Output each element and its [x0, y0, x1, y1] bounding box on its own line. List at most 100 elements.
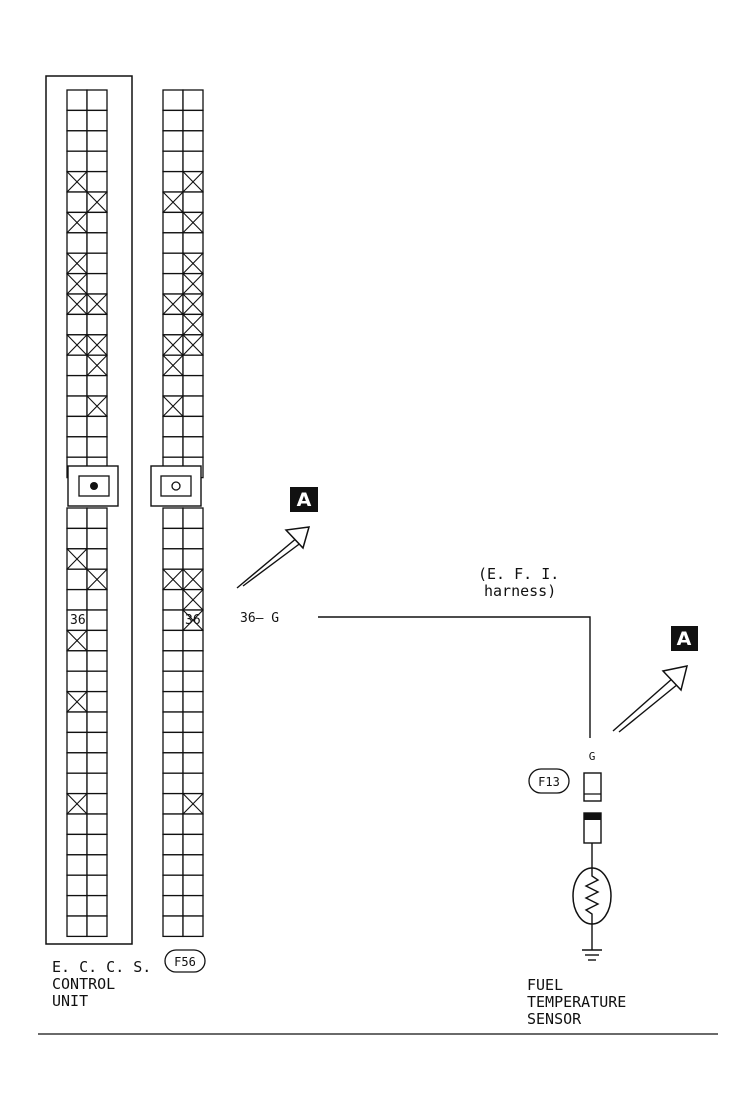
f56-pin-cavity: [162, 89, 184, 112]
f56-pin-36-label: 36: [185, 613, 201, 628]
f56-unused-cavity-mark: [162, 568, 184, 590]
arrow-to-a-upper: [236, 526, 311, 589]
f56-pin-cavity: [182, 232, 204, 254]
ecu-pin-cavity: [86, 752, 108, 774]
f13-sensor-side-connector: [583, 812, 602, 844]
ecu-pin-cavity: [66, 588, 88, 611]
ecu-pin-cavity: [86, 109, 108, 132]
ecu-unused-cavity-mark: [66, 171, 88, 193]
ecu-unused-cavity-mark: [86, 334, 108, 356]
f56-pin-cavity: [182, 670, 204, 693]
f56-unused-cavity-mark: [162, 191, 184, 213]
f56-pin-cavity: [162, 792, 184, 815]
ecu-pin-cavity: [66, 833, 88, 856]
ecu-pin-cavity: [86, 170, 108, 193]
f56-pin-cavity: [162, 374, 184, 397]
ecu-pin-cavity: [66, 354, 88, 377]
f56-unused-cavity-mark: [182, 314, 204, 336]
ecu-pin-cavity: [66, 813, 88, 836]
ecu-unused-cavity-mark: [66, 273, 88, 295]
ecu-pin-cavity: [86, 731, 108, 754]
ecu-unused-cavity-mark: [66, 252, 88, 274]
wire-terminal-label: 36— G: [240, 611, 279, 626]
svg-text:A: A: [677, 628, 692, 650]
ecu-pin-cavity: [86, 650, 108, 672]
f56-unused-cavity-mark: [182, 171, 204, 193]
f56-pin-cavity: [182, 548, 204, 570]
f56-unused-cavity-mark: [162, 293, 184, 315]
ecu-pin-cavity: [86, 415, 108, 438]
f56-pin-cavity: [162, 436, 184, 458]
ecu-pin-cavity: [86, 629, 108, 652]
f56-pin-cavity: [182, 731, 204, 754]
ecu-unused-cavity-mark: [66, 293, 88, 315]
f56-pin-cavity: [162, 272, 184, 295]
f56-pin-cavity: [162, 130, 184, 152]
ecu-pin-cavity: [66, 313, 88, 336]
ecu-pin-cavity: [66, 130, 88, 152]
ecu-pin-cavity: [66, 191, 88, 214]
ecu-pin-cavity: [66, 650, 88, 672]
f56-pin-cavity: [182, 191, 204, 214]
f56-pin-cavity: [182, 915, 204, 938]
f56-pin-cavity: [182, 527, 204, 550]
ecu-pin-cavity: [66, 150, 88, 173]
ecu-pin-36-label: 36: [70, 613, 86, 628]
f56-pin-cavity: [182, 130, 204, 152]
f56-pin-cavity: [162, 548, 184, 570]
f56-pin-cavity: [162, 772, 184, 795]
ecu-unused-cavity-mark: [86, 395, 108, 417]
marker-a-upper-icon: A: [290, 487, 318, 512]
f56-pin-cavity: [182, 415, 204, 438]
f56-pin-cavity: [162, 874, 184, 897]
ecu-pin-cavity: [86, 232, 108, 254]
f56-pin-cavity: [182, 374, 204, 397]
ecu-pin-cavity: [66, 915, 88, 938]
svg-text:F13: F13: [538, 775, 560, 789]
f56-pin-cavity: [182, 89, 204, 112]
f56-pin-cavity: [162, 507, 184, 530]
f56-pin-cavity: [162, 527, 184, 550]
ecu-pin-cavity: [86, 507, 108, 530]
f56-pin-cavity: [182, 752, 204, 774]
ecu-pin-cavity: [66, 752, 88, 774]
ecu-unused-cavity-mark: [66, 548, 88, 570]
f56-pin-cavity: [162, 915, 184, 938]
f56-pin-cavity: [182, 629, 204, 652]
f56-unused-cavity-mark: [182, 568, 204, 590]
f56-pin-cavity: [162, 170, 184, 193]
f56-unused-cavity-mark: [162, 334, 184, 356]
f56-pin-cavity: [182, 813, 204, 836]
ecu-unused-cavity-mark: [66, 212, 88, 234]
ecu-control-unit-frame: [45, 75, 133, 945]
ecu-unused-cavity-mark: [66, 691, 88, 713]
f56-connector-grid: [162, 89, 204, 938]
ecu-pin-cavity: [86, 374, 108, 397]
ecu-pin-cavity: [66, 232, 88, 254]
f56-pin-cavity: [162, 588, 184, 611]
f56-pin-cavity: [182, 772, 204, 795]
f56-pin-cavity: [182, 650, 204, 672]
ecu-pin-cavity: [86, 313, 108, 336]
ecu-pin-cavity: [66, 854, 88, 876]
ecu-connector-grid: [66, 89, 108, 938]
f56-pin-cavity: [162, 232, 184, 254]
f56-pin-cavity: [162, 109, 184, 132]
f56-pin-cavity: [182, 395, 204, 418]
f56-pin-cavity: [162, 252, 184, 275]
f56-unused-cavity-mark: [182, 293, 204, 315]
ecu-pin-cavity: [86, 690, 108, 713]
marker-a-lower-icon: A: [671, 626, 698, 651]
sensor-caption-line-2: TEMPERATURE: [527, 993, 626, 1011]
ecu-pin-cavity: [66, 670, 88, 693]
ecu-unused-cavity-mark: [66, 334, 88, 356]
f56-pin-cavity: [162, 670, 184, 693]
ecu-pin-cavity: [86, 833, 108, 856]
f56-pin-cavity: [162, 650, 184, 672]
ecu-pin-cavity: [86, 588, 108, 611]
f56-pin-cavity: [182, 894, 204, 917]
f56-pin-cavity: [182, 150, 204, 173]
ecu-pin-cavity: [86, 211, 108, 234]
f56-pin-cavity: [162, 690, 184, 713]
f56-pin-cavity: [182, 711, 204, 734]
